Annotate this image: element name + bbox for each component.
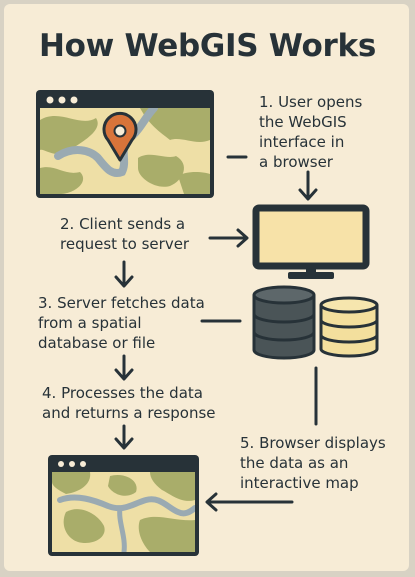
step-3-text: 3. Server fetches data from a spatial da… — [38, 294, 205, 352]
browser-map-icon — [48, 455, 199, 556]
page-title: How WebGIS Works — [38, 28, 377, 64]
arrow-icon — [298, 170, 318, 201]
step-2-text: 2. Client sends a request to server — [60, 215, 190, 253]
arrow-icon — [208, 228, 249, 248]
map-pin-icon — [102, 111, 138, 162]
step-5-text: 5. Browser displays the data as an inter… — [240, 434, 386, 492]
database-icon — [319, 296, 379, 358]
monitor-icon — [252, 204, 370, 279]
arrow-icon — [205, 492, 294, 512]
browser-window-icon — [36, 90, 214, 198]
step-1-text: 1. User opens the WebGIS interface in a … — [259, 93, 363, 171]
arrow-icon — [114, 260, 134, 288]
arrow-icon — [114, 354, 134, 381]
arrow-icon — [114, 424, 134, 450]
step-4-text: 4. Processes the data and returns a resp… — [42, 384, 216, 422]
database-icon — [252, 285, 316, 360]
